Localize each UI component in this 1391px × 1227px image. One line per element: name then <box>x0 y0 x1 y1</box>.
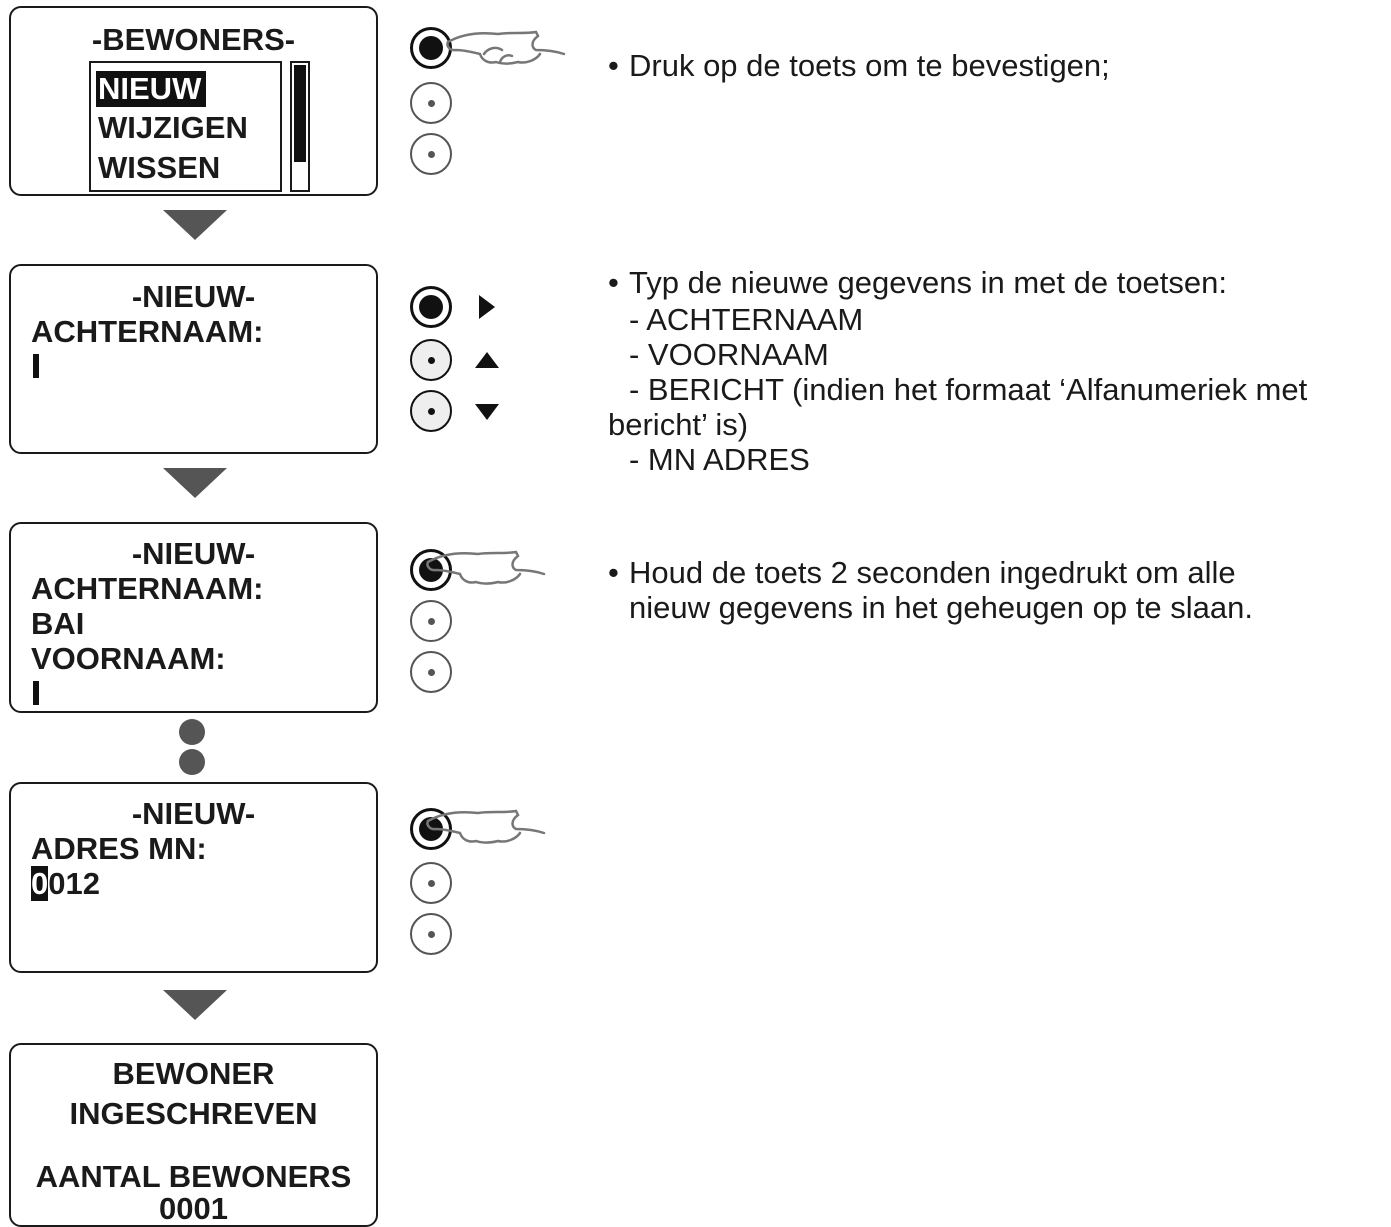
menu-item-wissen[interactable]: WISSEN <box>98 150 221 185</box>
menu-item-nieuw[interactable]: NIEUW <box>96 71 207 107</box>
field-value-adres: 0012 <box>31 866 100 902</box>
text-cursor <box>33 681 39 705</box>
text-cursor <box>33 354 39 378</box>
pointing-hand-icon <box>446 30 566 65</box>
button-icon[interactable] <box>410 651 452 693</box>
flow-arrow-down-icon <box>163 990 227 1020</box>
remaining-digits: 012 <box>48 866 100 901</box>
screen-nieuw-adres: -NIEUW- ADRES MN: 0012 <box>9 782 378 973</box>
field-label-adres: ADRES MN: <box>31 831 207 866</box>
menu-list-frame <box>89 61 282 192</box>
screen-bewoner-ingeschreven: BEWONER INGESCHREVEN AANTAL BEWONERS 000… <box>9 1043 378 1227</box>
list-item: bericht’ is) <box>608 407 749 442</box>
screen-nieuw-voornaam: -NIEUW- ACHTERNAAM: BAI VOORNAAM: <box>9 522 378 713</box>
menu-item-wijzigen[interactable]: WIJZIGEN <box>98 110 248 145</box>
pointing-hand-icon <box>426 809 546 844</box>
scrollbar-thumb[interactable] <box>294 65 306 162</box>
resident-count-value: 0001 <box>159 1191 228 1226</box>
button-icon[interactable] <box>410 286 452 328</box>
button-icon[interactable] <box>410 82 452 124</box>
button-icon[interactable] <box>410 600 452 642</box>
screen-title: -BEWONERS- <box>91 22 296 57</box>
screen-bewoners-menu: -BEWONERS- NIEUW WIJZIGEN WISSEN <box>9 6 378 196</box>
arrow-right-icon <box>479 295 495 319</box>
button-icon[interactable] <box>410 133 452 175</box>
confirmation-line-2: INGESCHREVEN <box>69 1096 318 1131</box>
pointing-hand-icon <box>426 550 546 585</box>
menu-scrollbar[interactable] <box>290 61 310 192</box>
field-label-achternaam: ACHTERNAAM: <box>31 314 264 349</box>
bullet: • <box>608 265 619 300</box>
bullet: • <box>608 555 619 590</box>
screen-title: -NIEUW- <box>131 796 256 831</box>
flow-arrow-down-icon <box>163 210 227 240</box>
button-icon[interactable] <box>410 862 452 904</box>
screen-nieuw-achternaam: -NIEUW- ACHTERNAAM: <box>9 264 378 454</box>
resident-count-label: AANTAL BEWONERS <box>35 1159 352 1194</box>
button-icon[interactable] <box>410 339 452 381</box>
bullet: • <box>608 48 619 83</box>
field-label-achternaam: ACHTERNAAM: <box>31 571 264 606</box>
button-icon[interactable] <box>410 390 452 432</box>
button-icon[interactable] <box>410 27 452 69</box>
instruction-text: Houd de toets 2 seconden ingedrukt om al… <box>629 555 1236 590</box>
button-icon[interactable] <box>410 913 452 955</box>
list-item: - MN ADRES <box>629 442 810 477</box>
selected-digit: 0 <box>31 866 49 901</box>
flow-arrow-down-icon <box>163 468 227 498</box>
continuation-dot-icon <box>179 749 205 775</box>
list-item: - ACHTERNAAM <box>629 302 864 337</box>
instruction-text: nieuw gegevens in het geheugen op te sla… <box>629 590 1253 625</box>
screen-title: -NIEUW- <box>131 279 256 314</box>
instruction-text: Typ de nieuwe gegevens in met de toetsen… <box>629 265 1228 300</box>
list-item: - VOORNAAM <box>629 337 829 372</box>
confirmation-line-1: BEWONER <box>112 1056 275 1091</box>
field-value-achternaam: BAI <box>31 606 85 641</box>
field-label-voornaam: VOORNAAM: <box>31 641 226 676</box>
screen-title: -NIEUW- <box>131 536 256 571</box>
arrow-up-icon <box>475 352 499 368</box>
instruction-text: Druk op de toets om te bevestigen; <box>629 48 1110 83</box>
list-item: - BERICHT (indien het formaat ‘Alfanumer… <box>629 372 1308 407</box>
continuation-dot-icon <box>179 719 205 745</box>
arrow-down-icon <box>475 404 499 420</box>
